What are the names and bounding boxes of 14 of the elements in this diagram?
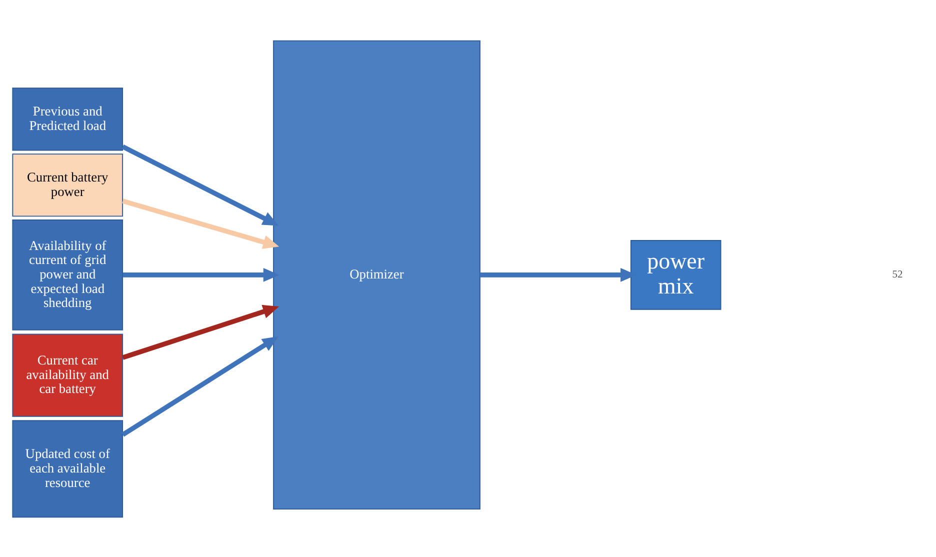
- arrow: [122, 198, 280, 248]
- label: 52: [892, 269, 903, 280]
- node-box: Availability of current of grid power and expected load shedding: [12, 219, 124, 330]
- node-box: Optimizer: [273, 40, 480, 510]
- node-box: power mix: [630, 240, 722, 310]
- arrow: [480, 267, 637, 282]
- node-box: Previous and Predicted load: [12, 87, 124, 150]
- node-box: Current car availability and car battery: [12, 333, 124, 416]
- arrow: [122, 144, 279, 226]
- node-box: Updated cost of each available resource: [12, 420, 124, 518]
- arrow: [122, 304, 280, 360]
- arrow: [122, 336, 278, 436]
- arrow: [122, 267, 280, 282]
- node-box: Current battery power: [12, 153, 124, 216]
